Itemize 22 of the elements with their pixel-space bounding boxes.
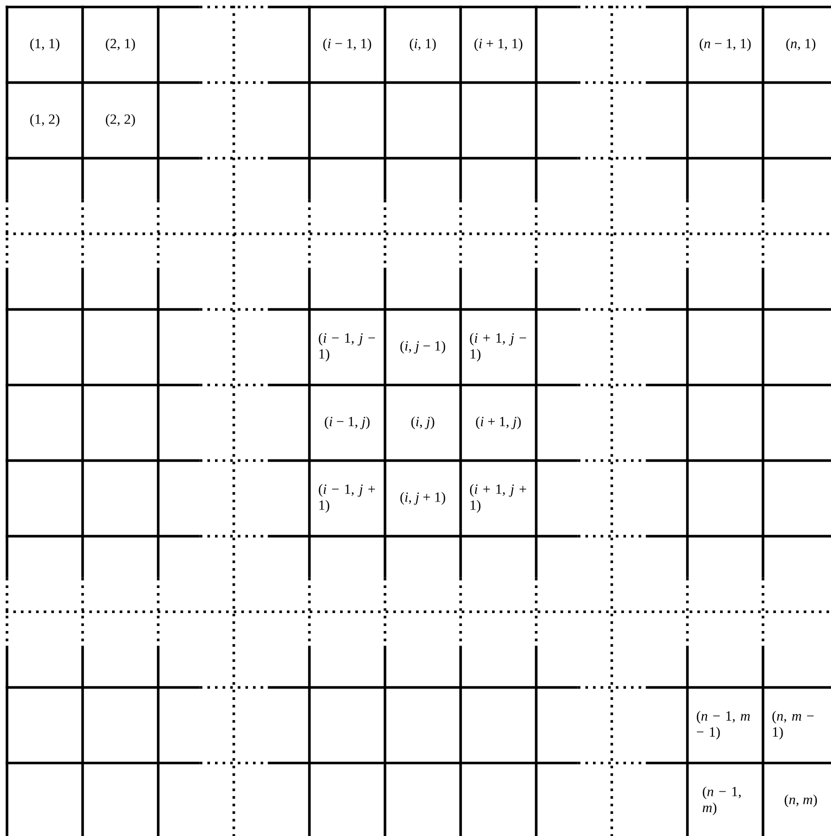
cell-label: (n, m − 1) [772,710,814,740]
cell-label: (n − 1, m − 1) [696,710,750,740]
cell-label: (2, 2) [106,114,135,127]
cell-label: (i + 1, j + 1) [470,484,526,513]
cell-label: (i + 1, j) [476,416,521,430]
cell-label: (n, 1) [786,38,816,52]
cell-label: (1, 1) [30,38,60,52]
cell-label: (1, 2) [30,114,60,127]
cell-label: (i, j + 1) [400,492,446,505]
cell-label: (i, j) [411,416,434,430]
cell-label: (i − 1, j) [324,416,370,430]
cell-label: (i + 1, 1) [474,38,522,52]
cell-label: (i, 1) [410,38,436,52]
cell-label: (i, j − 1) [400,340,446,354]
cell-label: (i − 1, 1) [323,38,372,52]
cell-label: (n − 1, 1) [700,38,751,52]
cell-label: (n − 1, m) [702,786,741,816]
cell-label: (i + 1, j − 1) [470,332,526,362]
cell-label: (n, m) [784,794,817,808]
cell-label: (i − 1, j + 1) [318,484,375,513]
cell-label: (2, 1) [106,38,135,52]
cell-label: (i − 1, j − 1) [318,332,375,362]
